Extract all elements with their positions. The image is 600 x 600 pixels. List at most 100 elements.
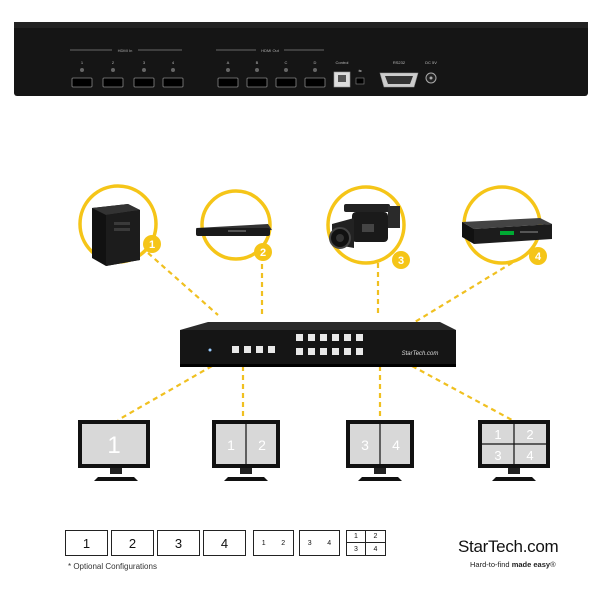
in-port-label: 1 <box>81 60 84 65</box>
source-1: 1 <box>78 184 161 266</box>
switch-button[interactable] <box>308 334 315 341</box>
source-badge <box>392 251 410 269</box>
switch-button[interactable] <box>296 334 303 341</box>
config-pair: 1 2 <box>253 530 294 556</box>
camcorder-icon <box>329 204 400 249</box>
display-cell: 2 <box>526 427 533 442</box>
startech-logo: StarTech.com <box>458 537 559 557</box>
rear-panel-body <box>14 22 588 96</box>
config-quad: 1 2 3 4 <box>346 530 386 556</box>
config-label: 2 <box>281 539 286 547</box>
switch-button[interactable] <box>344 334 351 341</box>
config-label: 4 <box>220 535 229 551</box>
switch-button[interactable] <box>332 348 339 355</box>
in-port-label: 4 <box>172 60 175 65</box>
switch-button[interactable] <box>356 348 363 355</box>
connection-lines <box>117 252 521 421</box>
pc-tower-icon <box>92 204 140 266</box>
source-2: 2 <box>196 189 272 261</box>
switch-button[interactable] <box>344 348 351 355</box>
source-number: 3 <box>398 255 404 267</box>
config-label: 1 <box>261 539 266 547</box>
display-1 <box>78 420 150 481</box>
switch-button[interactable] <box>268 346 275 353</box>
video-wall-switch: StarTech.com <box>180 322 456 367</box>
out-port-label: B <box>256 60 259 65</box>
connection-diagram: 1 2 3 <box>78 184 552 481</box>
control-label: Control <box>336 60 349 65</box>
config-single: 4 <box>203 530 246 556</box>
displays <box>78 420 550 481</box>
hdmi-port[interactable] <box>71 77 93 88</box>
brand-tagline: Hard-to-find made easy® <box>470 560 556 569</box>
config-label: 3 <box>347 543 366 555</box>
source-3: 3 <box>326 185 410 269</box>
switch-button[interactable] <box>256 346 263 353</box>
source-badge <box>143 235 161 253</box>
switch-brand: StarTech.com <box>402 351 439 357</box>
out-port-label: A <box>227 60 230 65</box>
display-2 <box>212 420 280 481</box>
dc-label: DC 5V <box>425 60 437 65</box>
display-cell: 4 <box>526 448 533 463</box>
config-pair: 3 4 <box>299 530 340 556</box>
tagline-bold: made easy <box>511 560 551 569</box>
hdmi-out-ports: A B C D <box>217 60 326 88</box>
display-cell: 1 <box>107 432 120 459</box>
config-single: 2 <box>111 530 154 556</box>
hdmi-port[interactable] <box>162 77 184 88</box>
switch-button[interactable] <box>332 334 339 341</box>
hdmi-port[interactable] <box>304 77 326 88</box>
hdmi-port[interactable] <box>102 77 124 88</box>
display-cell: 3 <box>494 448 501 463</box>
configurations-footnote: * Optional Configurations <box>68 562 157 571</box>
logo-main: StarTech <box>458 537 523 556</box>
hdmi-in-ports: 1 2 3 4 <box>71 60 184 88</box>
svg-text:⇆: ⇆ <box>358 68 362 73</box>
source-4: 4 <box>462 185 552 265</box>
hdmi-port[interactable] <box>275 77 297 88</box>
source-number: 2 <box>260 247 266 259</box>
config-label: 2 <box>128 535 137 551</box>
monitor-screen <box>82 424 146 464</box>
switch-button[interactable] <box>356 334 363 341</box>
tagline-start: Hard-to-find <box>470 560 512 569</box>
display-cell-numbers: 1 1 2 3 4 1 2 3 4 <box>107 427 533 463</box>
switch-button[interactable] <box>232 346 239 353</box>
config-label: 1 <box>347 531 366 543</box>
connection-line <box>117 365 213 421</box>
source-ring <box>200 189 272 261</box>
config-single: 1 <box>65 530 108 556</box>
display-cell: 1 <box>494 427 501 442</box>
switch-button[interactable] <box>320 348 327 355</box>
hdmi-port[interactable] <box>217 77 239 88</box>
source-number: 4 <box>535 251 542 263</box>
config-single: 3 <box>157 530 200 556</box>
config-label: 1 <box>82 535 91 551</box>
switch-button[interactable] <box>308 348 315 355</box>
hdmi-port[interactable] <box>246 77 268 88</box>
in-port-label: 2 <box>112 60 115 65</box>
connection-line <box>411 365 513 421</box>
switch-body <box>180 330 456 366</box>
logo-suffix: com <box>527 537 559 556</box>
rs232-label: RS232 <box>393 60 406 65</box>
hdmi-port[interactable] <box>133 77 155 88</box>
media-player-icon <box>196 224 272 236</box>
rear-panel: HDMI In HDMI Out 1 2 3 4 A B C D Control… <box>14 22 588 96</box>
switch-button[interactable] <box>320 334 327 341</box>
switch-button[interactable] <box>296 348 303 355</box>
source-badge <box>529 247 547 265</box>
display-cell: 2 <box>258 437 266 453</box>
config-label: 4 <box>327 539 332 547</box>
logo-dot: . <box>522 537 528 556</box>
switch-buttons <box>232 334 363 355</box>
usb-port[interactable] <box>355 77 365 85</box>
source-badge <box>254 243 272 261</box>
connection-line <box>147 252 219 316</box>
hdmi-in-label: HDMI In <box>118 48 133 53</box>
out-port-label: D <box>314 60 317 65</box>
switch-button[interactable] <box>244 346 251 353</box>
config-label: 3 <box>307 539 312 547</box>
display-cell: 3 <box>361 437 369 453</box>
